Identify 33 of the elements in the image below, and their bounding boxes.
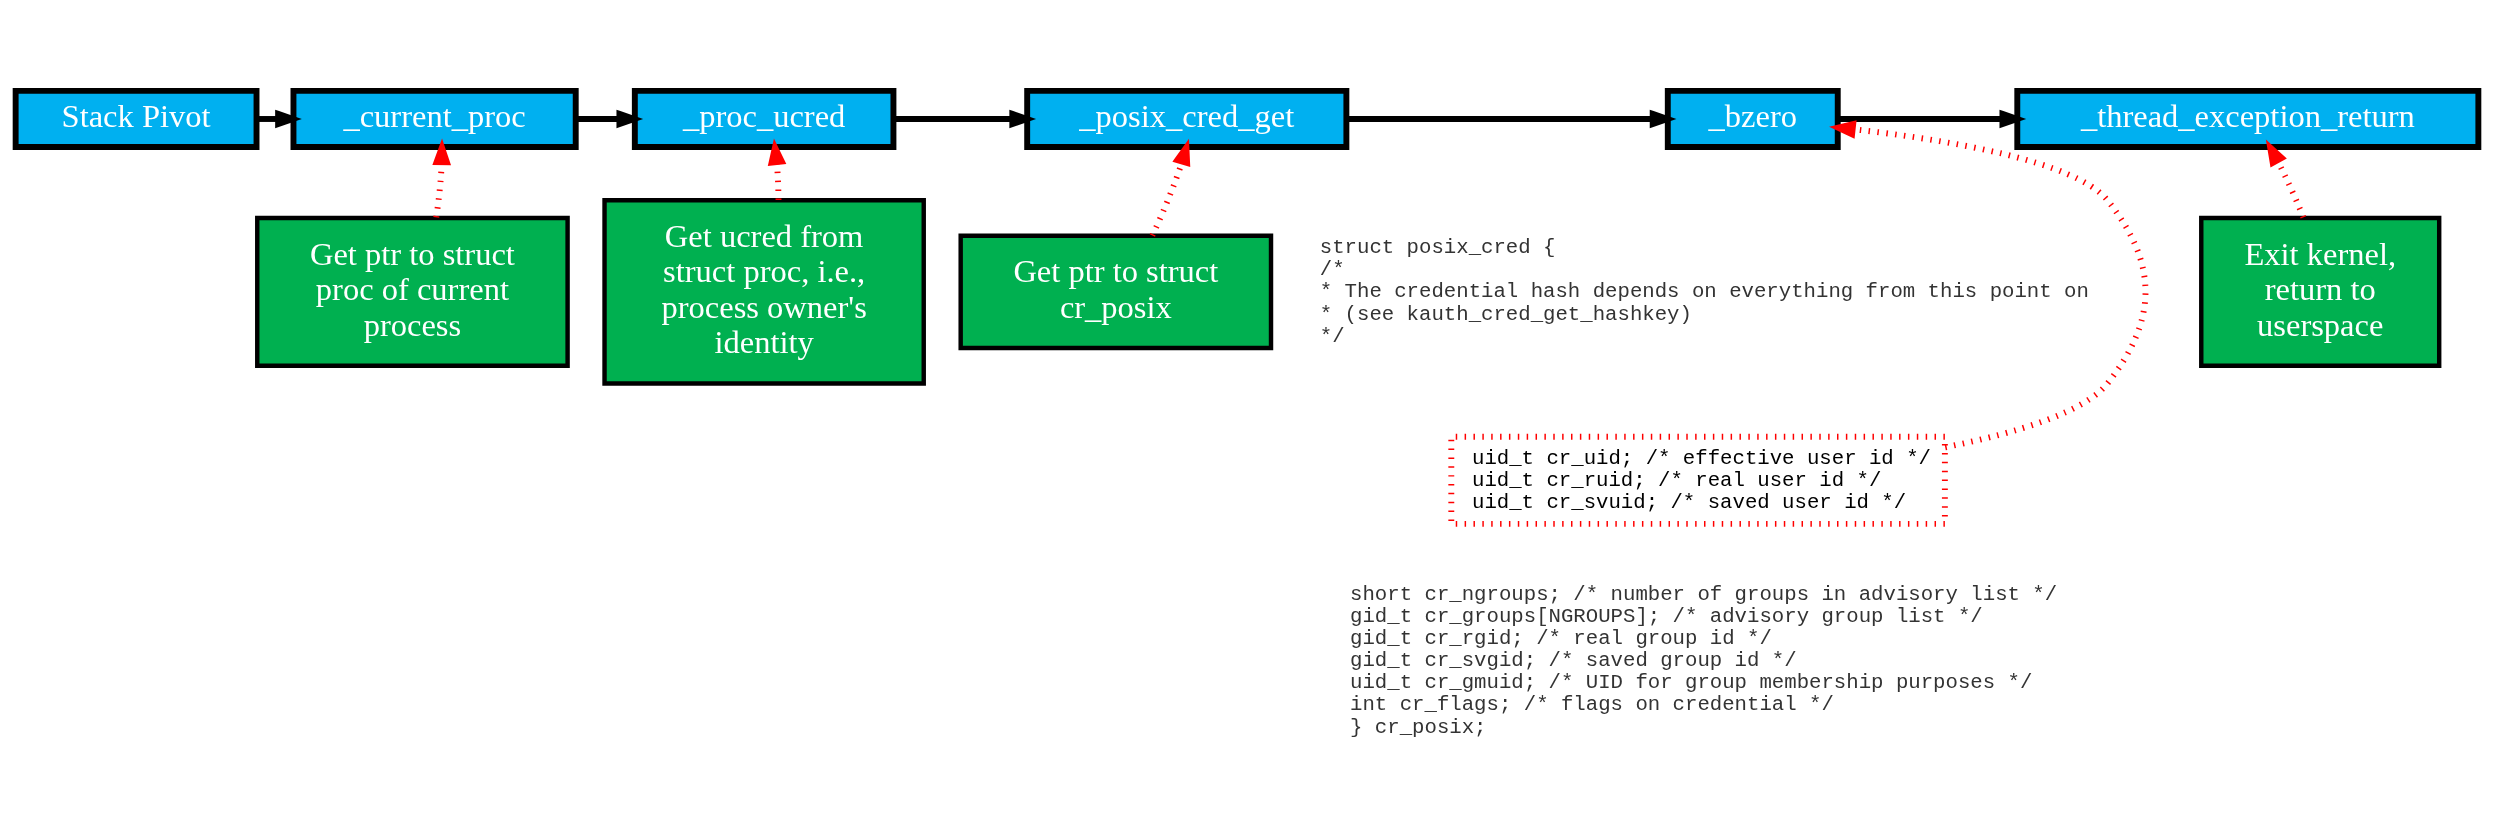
arrow <box>432 138 452 218</box>
arrow <box>576 109 644 129</box>
arrow <box>893 109 1037 129</box>
arrow <box>1149 138 1191 237</box>
node-box: _current_proc <box>290 87 579 151</box>
label: uid_t cr_gmuid; /* UID for group membership purposes */ <box>1350 671 2033 695</box>
node-box: _thread_exception_return <box>2014 87 2482 151</box>
node-box: Get ucred from struct proc, i.e., process owner's identity <box>602 198 926 386</box>
arrow <box>256 109 302 129</box>
label: int cr_flags; /* flags on credential */ <box>1350 693 1834 717</box>
node-box: Get ptr to struct proc of current process <box>255 215 570 368</box>
label: } cr_posix; <box>1350 715 1487 739</box>
label: /* <box>1319 258 1345 282</box>
node-box: _proc_ucred <box>631 87 897 151</box>
node-box: _posix_cred_get <box>1024 87 1350 151</box>
arrow <box>1829 120 2149 451</box>
label: * The credential hash depends on everything from this point on <box>1319 280 2089 304</box>
label: gid_t cr_svgid; /* saved group id */ <box>1350 649 1797 673</box>
arrow <box>1346 109 1677 129</box>
arrow <box>1837 109 2027 129</box>
arrow <box>767 138 787 200</box>
node-box: uid_t cr_uid; /* effective user id */ uid_t cr_ruid; /* real user id */ uid_t cr_svuid; /* saved user id */ <box>1448 433 1948 527</box>
label: gid_t cr_rgid; /* real group id */ <box>1350 626 1772 650</box>
node-box: Get ptr to struct cr_posix <box>958 233 1274 351</box>
node-box: Exit kernel, return to userspace <box>2199 215 2442 368</box>
arrow <box>2265 139 2307 219</box>
label: */ <box>1319 324 1345 348</box>
label: short cr_ngroups; /* number of groups in advisory list */ <box>1350 582 2058 606</box>
label: struct posix_cred { <box>1319 236 1556 260</box>
label: * (see kauth_cred_get_hashkey) <box>1319 302 1692 326</box>
node-box: _bzero <box>1664 87 1841 151</box>
node-box: Stack Pivot <box>12 87 260 151</box>
label: gid_t cr_groups[NGROUPS]; /* advisory group list */ <box>1350 604 1983 628</box>
